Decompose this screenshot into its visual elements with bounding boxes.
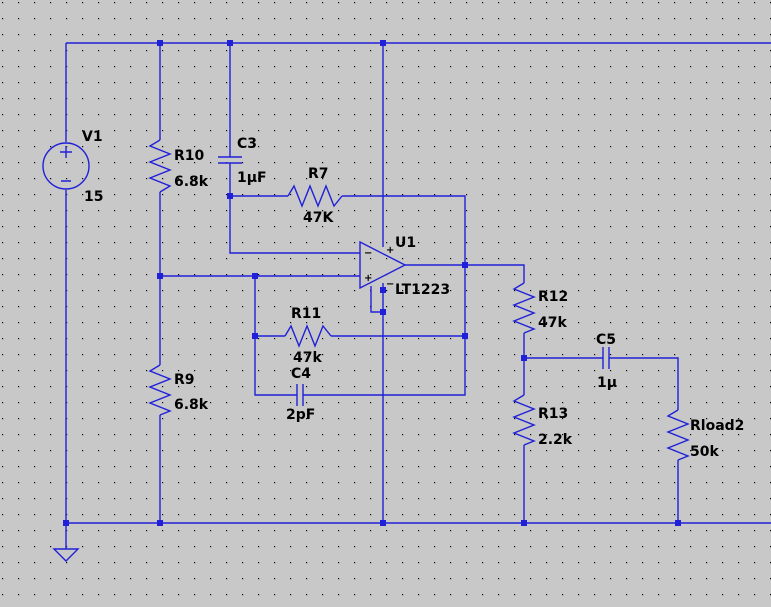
node — [157, 40, 163, 46]
r7-name: R7 — [308, 166, 329, 182]
resistor-icon — [287, 184, 343, 208]
node — [521, 520, 527, 526]
opamp-plus-pin: + — [364, 273, 372, 284]
node — [380, 40, 386, 46]
node — [462, 333, 468, 339]
ground-symbol — [52, 548, 80, 562]
wire-output — [405, 264, 525, 283]
r10-name: R10 — [174, 148, 205, 164]
r13-value: 2.2k — [538, 432, 573, 448]
capacitor-c5[interactable]: C5 1µ — [596, 332, 617, 391]
capacitor-icon — [296, 384, 304, 406]
wire-c4 — [254, 265, 466, 396]
node — [521, 355, 527, 361]
resistor-r7[interactable]: R7 47K — [287, 166, 343, 226]
wire-opamp-pin — [370, 286, 383, 313]
resistor-r12[interactable]: R12 47k — [512, 282, 568, 334]
c3-name: C3 — [237, 136, 257, 152]
capacitor-icon — [218, 156, 242, 164]
v1-name: V1 — [82, 129, 103, 145]
node — [380, 520, 386, 526]
rload2-value: 50k — [690, 444, 719, 460]
junction-nodes — [63, 40, 681, 526]
node — [252, 333, 258, 339]
opamp-u1[interactable]: − + + − U1 LT1223 — [359, 235, 450, 298]
node — [252, 273, 258, 279]
node — [380, 287, 386, 293]
r13-name: R13 — [538, 406, 568, 422]
resistor-icon — [284, 324, 332, 348]
opamp-supply-minus: − — [386, 279, 394, 290]
u1-name: U1 — [395, 235, 416, 251]
c4-value: 2pF — [286, 407, 315, 423]
wires — [65, 42, 771, 549]
r9-name: R9 — [174, 372, 195, 388]
resistor-icon — [666, 409, 690, 461]
c3-value: 1µF — [237, 170, 267, 186]
v1-value: 15 — [84, 189, 103, 205]
capacitor-c4[interactable]: C4 2pF — [286, 366, 315, 423]
resistor-icon — [148, 364, 172, 416]
resistor-icon — [148, 139, 172, 193]
r7-value: 47K — [303, 210, 334, 226]
source-circle-icon — [42, 142, 90, 190]
resistor-icon — [512, 394, 536, 446]
node — [227, 193, 233, 199]
node — [63, 520, 69, 526]
resistor-r10[interactable]: R10 6.8k — [148, 139, 209, 193]
node — [157, 520, 163, 526]
opamp-supply-plus: + — [386, 245, 394, 256]
resistor-r11[interactable]: R11 47k — [284, 306, 332, 366]
rload2-name: Rload2 — [690, 418, 744, 434]
r10-value: 6.8k — [174, 174, 209, 190]
resistor-r9[interactable]: R9 6.8k — [148, 364, 209, 416]
r11-name: R11 — [291, 306, 321, 322]
c5-name: C5 — [596, 332, 616, 348]
opamp-minus-pin: − — [364, 248, 372, 259]
r12-value: 47k — [538, 315, 567, 331]
r9-value: 6.8k — [174, 397, 209, 413]
polarity-icon — [60, 146, 72, 182]
opamp-triangle-icon — [359, 240, 407, 290]
capacitor-c3[interactable]: C3 1µF — [218, 136, 267, 186]
voltage-source-v1[interactable]: V1 15 — [42, 129, 103, 205]
node — [675, 520, 681, 526]
resistor-rload2[interactable]: Rload2 50k — [666, 409, 744, 461]
capacitor-icon — [602, 347, 610, 369]
r11-value: 47k — [293, 350, 322, 366]
c4-name: C4 — [291, 366, 311, 382]
node — [462, 262, 468, 268]
node — [380, 309, 386, 315]
node — [227, 40, 233, 46]
u1-value: LT1223 — [395, 282, 450, 298]
node — [157, 273, 163, 279]
resistor-icon — [512, 282, 536, 334]
ground-icon — [52, 548, 80, 562]
resistor-r13[interactable]: R13 2.2k — [512, 394, 573, 448]
wire-c5-rload — [524, 357, 679, 523]
r12-name: R12 — [538, 289, 568, 305]
c5-value: 1µ — [597, 375, 617, 391]
